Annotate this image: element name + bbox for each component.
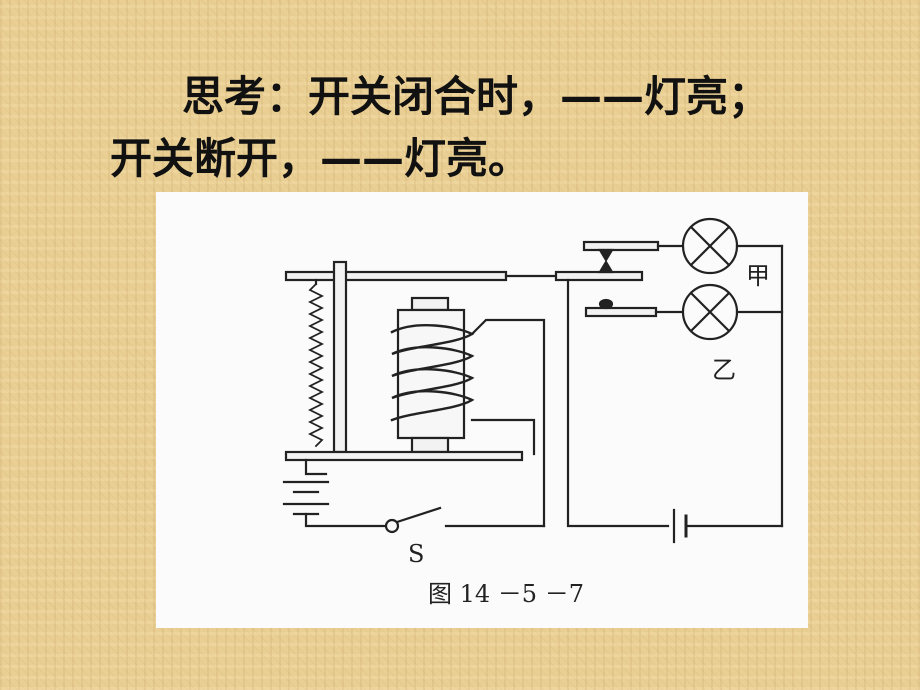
lamp-yi-cross-2 [689, 291, 731, 333]
lower-contact [584, 306, 658, 318]
switch-pivot [384, 518, 400, 534]
middle-contact-point [598, 259, 614, 274]
relay-circuit-diagram: 甲 乙 S 图 14 －5 －7 [282, 217, 784, 608]
base-to-battery-wire [304, 458, 328, 476]
lamp-jia-cross-2 [689, 225, 731, 267]
relay-circuit-figure: 甲 乙 S 图 14 －5 －7 [156, 192, 808, 628]
switch-lever [395, 506, 442, 524]
armature-bar [284, 270, 508, 282]
question-line-2: 开关断开，——灯亮。 [110, 134, 531, 183]
lamp-yi-label: 乙 [712, 356, 736, 384]
spring [307, 282, 325, 448]
coil-wire-to-base [470, 418, 536, 456]
moving-contact-wire [566, 278, 670, 528]
battery-to-switch-wire [304, 512, 386, 528]
lamp-jia-label: 甲 [746, 262, 770, 290]
upper-contact-point [598, 248, 614, 263]
lower-contact-point [598, 298, 614, 310]
coil-wire-to-switch [470, 318, 546, 528]
upper-contact [582, 240, 660, 252]
switch-label: S [408, 540, 424, 568]
magnet-bottom-cap [410, 436, 450, 454]
question-line-1: 思考：开关闭合时，——灯亮； [182, 72, 771, 121]
magnet-top-cap [410, 296, 450, 312]
pivot-post [332, 260, 348, 454]
base-plate [284, 450, 524, 462]
moving-contact [554, 270, 644, 282]
figure-caption: 图 14 －5 －7 [428, 580, 584, 608]
question-text: 思考：开关闭合时，——灯亮； 开关断开，——灯亮。 [110, 66, 890, 190]
coil-winding [390, 324, 475, 422]
